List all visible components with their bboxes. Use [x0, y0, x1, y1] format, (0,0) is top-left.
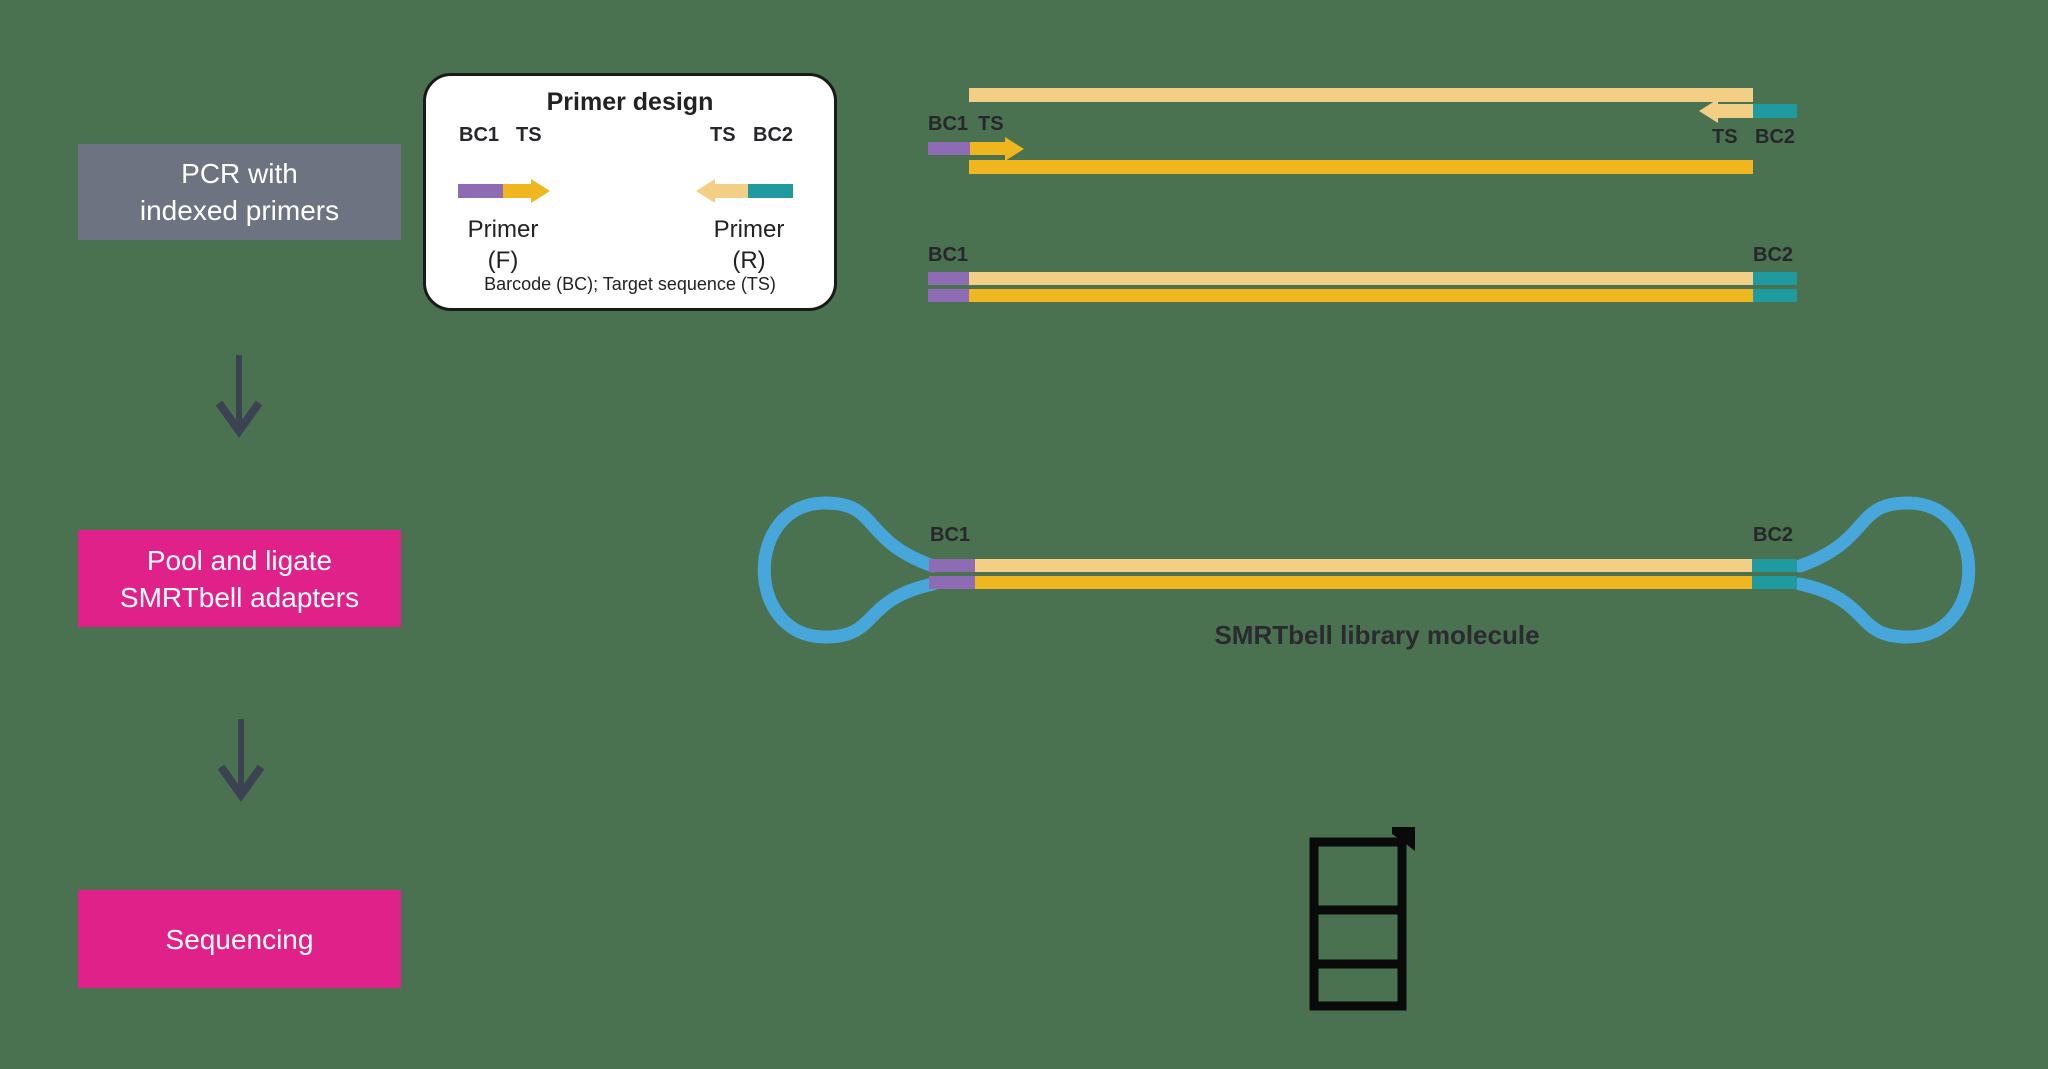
barcode2-segment: [1753, 289, 1797, 302]
forward-primer-target-segment: [970, 142, 1005, 155]
target-sequence-segment: [975, 559, 1752, 572]
down-arrow-icon: [212, 714, 270, 802]
ts-label: TS: [1712, 126, 1738, 148]
primer-design-legend-box: Primer design BC1 TS Primer (F) TS BC2 P…: [423, 73, 837, 311]
target-sequence-segment: [969, 272, 1753, 285]
reverse-primer-barcode-segment: [1753, 104, 1797, 118]
reverse-primer-target-segment: [715, 184, 748, 198]
step-label-line: PCR with: [181, 158, 298, 189]
step-label-line: Pool and ligate: [146, 544, 333, 576]
template-strand-bottom: [969, 160, 1753, 174]
barcode1-segment: [928, 272, 969, 285]
step-box-sequencing: Sequencing: [78, 890, 401, 988]
forward-primer-target-segment: [503, 184, 531, 198]
bc2-label: BC2: [1753, 244, 1794, 266]
barcode2-segment: [1752, 576, 1797, 589]
bc2-label: BC2: [1755, 126, 1796, 148]
bc2-label: BC2: [1753, 524, 1794, 546]
forward-primer-name: Primer (F): [467, 216, 539, 274]
ts-label: TS: [978, 113, 1004, 135]
target-sequence-segment: [975, 576, 1752, 589]
down-arrow-icon: [210, 350, 268, 438]
forward-primer-arrowhead-icon: [1005, 137, 1024, 161]
bc1-label: BC1: [930, 524, 971, 546]
bc1-label: BC1: [928, 244, 969, 266]
primer-design-legend-text: Barcode (BC); Target sequence (TS): [484, 274, 776, 294]
barcode1-segment: [928, 289, 969, 302]
reverse-target-label: TS: [710, 124, 736, 146]
forward-primer-arrowhead-icon: [531, 179, 550, 203]
forward-barcode-label: BC1: [459, 124, 500, 146]
forward-target-label: TS: [516, 124, 542, 146]
step-label-line: indexed primers: [139, 195, 340, 226]
reverse-barcode-label: BC2: [753, 124, 794, 146]
step-label-line: Sequencing: [165, 923, 314, 955]
template-strand-top: [969, 88, 1753, 102]
reverse-primer-arrowhead-icon: [696, 179, 715, 203]
reverse-primer-arrowhead-icon: [1699, 99, 1718, 123]
forward-primer-barcode-segment: [458, 184, 503, 198]
primer-design-title: Primer design: [546, 88, 714, 116]
step-box-pool-ligate: Pool and ligate SMRTbell adapters: [78, 530, 401, 627]
barcode1-segment: [929, 576, 975, 589]
smrtbell-caption: SMRTbell library molecule: [1214, 620, 1540, 650]
barcode1-segment: [929, 559, 975, 572]
reverse-primer-name: Primer (R): [713, 216, 785, 274]
target-sequence-segment: [969, 289, 1753, 302]
bc1-label: BC1: [928, 113, 969, 135]
sequencer-icon: [1309, 827, 1415, 1011]
barcode2-segment: [1753, 272, 1797, 285]
smrtbell-adapter-loop-left-icon: [757, 496, 940, 644]
step-label-line: SMRTbell adapters: [119, 581, 360, 613]
forward-primer-barcode-segment: [928, 142, 970, 155]
step-box-pcr: PCR with indexed primers: [78, 144, 401, 240]
reverse-primer-barcode-segment: [748, 184, 793, 198]
barcode2-segment: [1752, 559, 1797, 572]
smrtbell-adapter-loop-right-icon: [1793, 496, 1976, 644]
reverse-primer-target-segment: [1718, 104, 1753, 118]
